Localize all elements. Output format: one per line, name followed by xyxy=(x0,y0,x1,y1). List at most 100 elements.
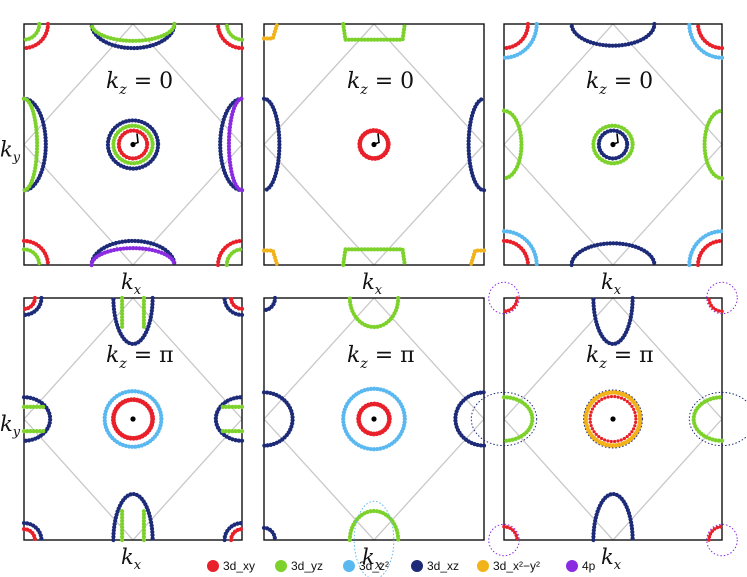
fs-corner-tl xyxy=(261,23,279,41)
x-axis-label: kx xyxy=(362,270,383,298)
fs-gamma-inner xyxy=(116,128,150,161)
legend-label: 3d_xy xyxy=(223,559,255,573)
fs-z-outer xyxy=(102,389,164,449)
fs-gamma-inner xyxy=(596,128,630,161)
fs-x-left xyxy=(261,96,282,192)
legend-swatch xyxy=(477,560,489,572)
fs-x-left xyxy=(501,108,524,181)
legend-item-dyz: 3d_yz xyxy=(275,559,323,573)
x-axis-label: kx xyxy=(601,545,622,573)
gamma-label xyxy=(131,133,139,146)
legend-swatch xyxy=(343,560,355,572)
fs-a-top xyxy=(111,295,155,347)
x-axis-label: kx xyxy=(121,270,142,298)
panel-frame xyxy=(503,23,723,266)
fs-y-bottom-inner xyxy=(89,246,176,268)
legend-item-dxz: 3d_xz xyxy=(411,559,459,573)
fs-r-left xyxy=(501,395,535,443)
kz-label: kz = π xyxy=(106,343,174,372)
fs-corner-outer-2 xyxy=(687,229,724,268)
fs-corner-tl xyxy=(264,295,278,312)
panel-frame xyxy=(263,23,485,266)
legend: 3d_xy 3d_yz 3d_z² 3d_xz 3d_x²−y² 4p xyxy=(207,559,596,573)
x-axis-label: kx xyxy=(601,270,622,298)
x-axis-label: kx xyxy=(362,545,383,573)
fs-corner-2 xyxy=(707,524,723,542)
fs-a-top xyxy=(591,295,635,347)
fs-z-outer xyxy=(583,390,643,448)
kz-label: kz = 0 xyxy=(106,69,173,98)
fs-corner-3 xyxy=(502,524,519,541)
fs-corner-2 xyxy=(222,521,243,543)
fs-x-right xyxy=(218,96,245,193)
fs-z-inner xyxy=(356,401,392,437)
legend-label: 3d_x²−y² xyxy=(493,559,540,573)
fs-corner-dashed-1 xyxy=(706,281,738,315)
fs-y-top-inner xyxy=(90,21,177,43)
fs-corner-dashed-0 xyxy=(488,281,520,315)
y-axis-label: ky xyxy=(0,138,21,166)
fs-corner-0 xyxy=(23,295,44,317)
fs-corner-2 xyxy=(215,238,242,268)
fs-corner-inner-0 xyxy=(23,295,38,311)
legend-label: 3d_z² xyxy=(359,559,389,573)
fs-r-right-top xyxy=(220,404,245,409)
fs-corner-dashed-2 xyxy=(706,523,738,557)
legend-swatch xyxy=(275,560,287,572)
panel-e: kz = π kx xyxy=(261,295,487,577)
fs-z-outer xyxy=(341,386,407,452)
panel-frame xyxy=(23,23,243,266)
fs-x-right xyxy=(466,97,487,193)
fs-r-right xyxy=(691,395,725,443)
panel-c: kz = 0kx xyxy=(501,21,725,298)
fs-x-right-inner xyxy=(226,96,245,193)
fs-a-bottom xyxy=(591,491,635,543)
fs-x-left-inner xyxy=(21,96,40,193)
x-axis-label: kx xyxy=(121,545,142,573)
fs-gamma-outer xyxy=(105,118,161,171)
panel-f: kz = π kx xyxy=(470,281,747,573)
fs-a-bot-l xyxy=(120,509,125,543)
fs-r-left-bottom xyxy=(21,429,46,434)
fs-r-left-dashed xyxy=(470,391,538,447)
fs-corner-1 xyxy=(707,297,724,314)
fs-r-left xyxy=(21,395,53,443)
center-point xyxy=(610,416,616,422)
panel-frame xyxy=(23,297,243,541)
fs-z-inner xyxy=(588,394,638,444)
fs-gamma-ring xyxy=(357,128,391,161)
legend-label: 3d_yz xyxy=(291,559,323,573)
legend-swatch xyxy=(566,560,578,572)
fs-corner-bl xyxy=(261,525,277,540)
fs-z-inner xyxy=(111,397,156,441)
center-point xyxy=(130,416,136,422)
gamma-label xyxy=(611,133,619,146)
fs-corner-inner-2 xyxy=(229,527,243,543)
fs-x-right xyxy=(702,108,725,181)
fs-corner-0 xyxy=(503,296,519,314)
fs-corner-2 xyxy=(695,238,722,268)
fs-z-dashed xyxy=(583,389,643,449)
fs-r-right-dashed xyxy=(688,391,747,447)
legend-item-p4: 4p xyxy=(566,559,596,573)
fs-corner-inner-2 xyxy=(224,247,243,268)
gamma-label xyxy=(372,133,380,146)
legend-swatch xyxy=(207,560,219,572)
kz-label: kz = π xyxy=(347,343,415,372)
fs-r-left xyxy=(261,390,295,448)
panel-a: kz = 0 kx ky xyxy=(0,21,245,298)
fs-a-bottom-dashed xyxy=(353,500,395,577)
fs-corner-inner-3 xyxy=(21,527,37,541)
legend-item-dx2y2: 3d_x²−y² xyxy=(477,559,540,573)
fs-corner-dashed-3 xyxy=(488,523,520,557)
fs-a-bottom xyxy=(111,491,155,543)
fs-gamma-mid xyxy=(111,123,155,166)
panel-b: kz = 0kx xyxy=(261,21,487,298)
fs-y-bottom xyxy=(341,247,407,268)
kz-label: kz = π xyxy=(586,343,654,372)
fs-y-bottom xyxy=(569,241,657,268)
fs-y-top xyxy=(341,21,407,42)
legend-label: 4p xyxy=(582,559,596,573)
legend-label: 3d_xz xyxy=(427,559,459,573)
